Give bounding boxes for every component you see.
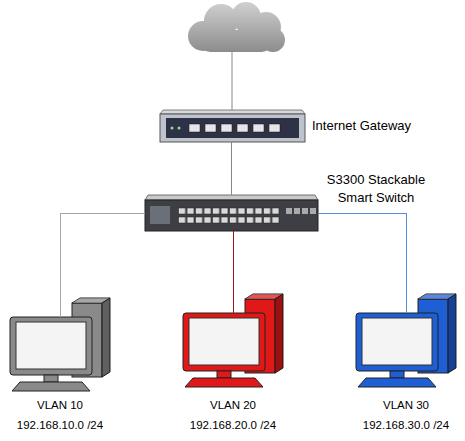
ethernet-ports — [178, 207, 280, 225]
node-label: Internet Gateway — [312, 117, 432, 135]
switch-device — [145, 195, 318, 231]
device-panel — [166, 118, 299, 138]
node-label: 192.168.10.0 /24 — [0, 415, 135, 435]
node-label: S3300 Stackable Smart Switch — [320, 171, 432, 207]
status-led — [178, 127, 181, 130]
sfp-port — [286, 208, 292, 214]
internet-link — [232, 52, 233, 110]
cloud-lobe — [200, 30, 272, 52]
node-label-group: VLAN 30192.168.30.0 /24 — [331, 395, 465, 435]
network-link — [231, 142, 232, 195]
sfp-port — [294, 208, 300, 214]
device-logo — [150, 206, 170, 224]
network-node: VLAN 30192.168.30.0 /24 — [356, 313, 456, 387]
internet-cloud — [188, 2, 285, 52]
device-body — [160, 114, 305, 142]
status-led — [171, 127, 174, 130]
device-top — [160, 110, 305, 114]
node-label: 192.168.30.0 /24 — [331, 415, 465, 435]
network-link — [233, 231, 234, 313]
device-body — [145, 200, 318, 231]
node-label-group: VLAN 10192.168.10.0 /24 — [0, 395, 135, 435]
network-node: VLAN 20192.168.20.0 /24 — [183, 313, 283, 387]
device-top — [145, 195, 318, 200]
network-link — [318, 213, 406, 313]
node-label: VLAN 20 — [158, 395, 308, 415]
gateway-device — [160, 110, 305, 142]
node-label: VLAN 10 — [0, 395, 135, 415]
sfp-port — [302, 208, 308, 214]
node-label: VLAN 30 — [331, 395, 465, 415]
node-label-group: Internet Gateway — [312, 117, 432, 135]
node-label-group: S3300 Stackable Smart Switch — [320, 171, 432, 207]
node-label-group: VLAN 20192.168.20.0 /24 — [158, 395, 308, 435]
ethernet-ports — [188, 123, 284, 133]
node-label: 192.168.20.0 /24 — [158, 415, 308, 435]
network-link — [60, 213, 145, 317]
sfp-port — [310, 208, 316, 214]
network-node: Internet Gateway — [160, 110, 305, 142]
network-node: S3300 Stackable Smart Switch — [145, 195, 318, 231]
network-node: VLAN 10192.168.10.0 /24 — [10, 317, 110, 391]
